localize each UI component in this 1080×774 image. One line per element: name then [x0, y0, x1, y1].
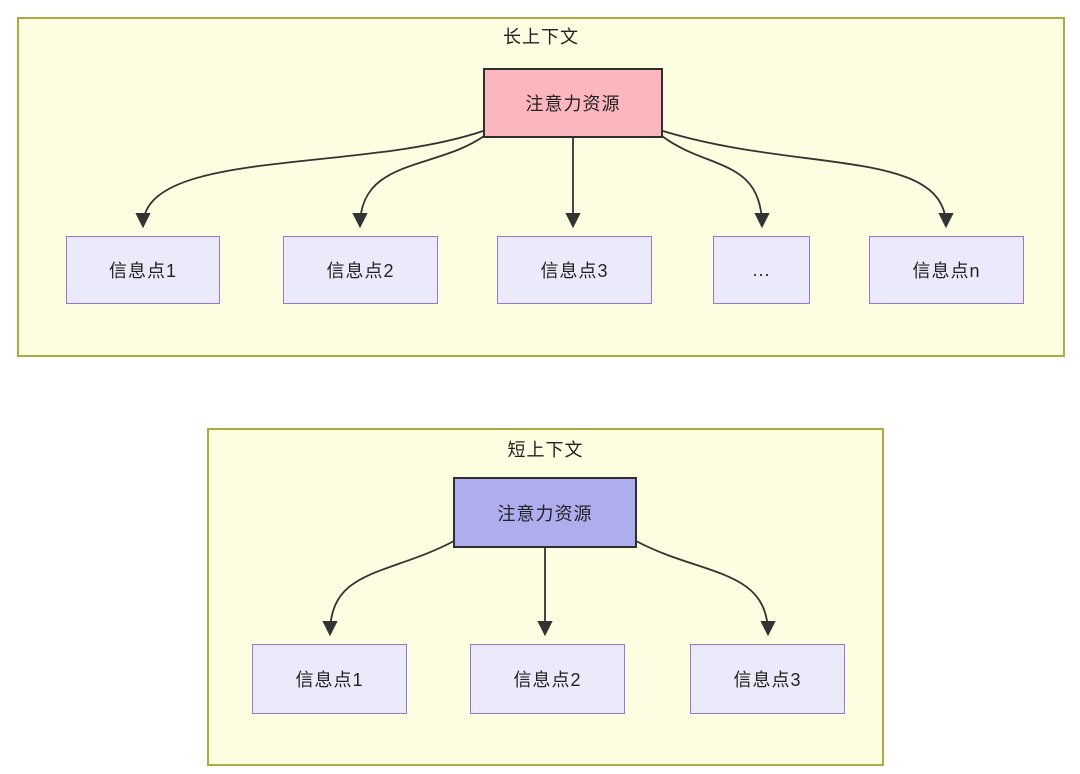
attention-resource-box-long: 注意力资源: [483, 68, 663, 138]
info-box-short-3-label: 信息点3: [733, 670, 802, 690]
info-box-long-n: 信息点n: [869, 236, 1024, 304]
info-box-short-1-label: 信息点1: [295, 670, 364, 690]
info-box-long-2: 信息点2: [283, 236, 438, 304]
info-box-short-2: 信息点2: [470, 644, 625, 714]
info-box-long-ellipsis-label: ...: [752, 259, 771, 280]
attention-resource-label-long: 注意力资源: [525, 94, 621, 114]
attention-resource-box-short: 注意力资源: [453, 477, 637, 548]
info-box-long-1: 信息点1: [66, 236, 220, 304]
info-box-short-1: 信息点1: [252, 644, 407, 714]
info-box-short-3: 信息点3: [690, 644, 845, 714]
panel-short-context-title: 短上下文: [507, 440, 584, 460]
info-box-long-1-label: 信息点1: [108, 261, 177, 281]
info-box-long-3: 信息点3: [497, 236, 652, 304]
info-box-long-ellipsis: ...: [713, 236, 810, 304]
panel-long-context-title: 长上下文: [503, 27, 579, 47]
info-box-long-3-label: 信息点3: [540, 261, 609, 281]
info-box-long-n-label: 信息点n: [912, 261, 981, 281]
info-box-long-2-label: 信息点2: [326, 261, 395, 281]
info-box-short-2-label: 信息点2: [513, 670, 582, 690]
attention-resource-label-short: 注意力资源: [497, 503, 593, 524]
